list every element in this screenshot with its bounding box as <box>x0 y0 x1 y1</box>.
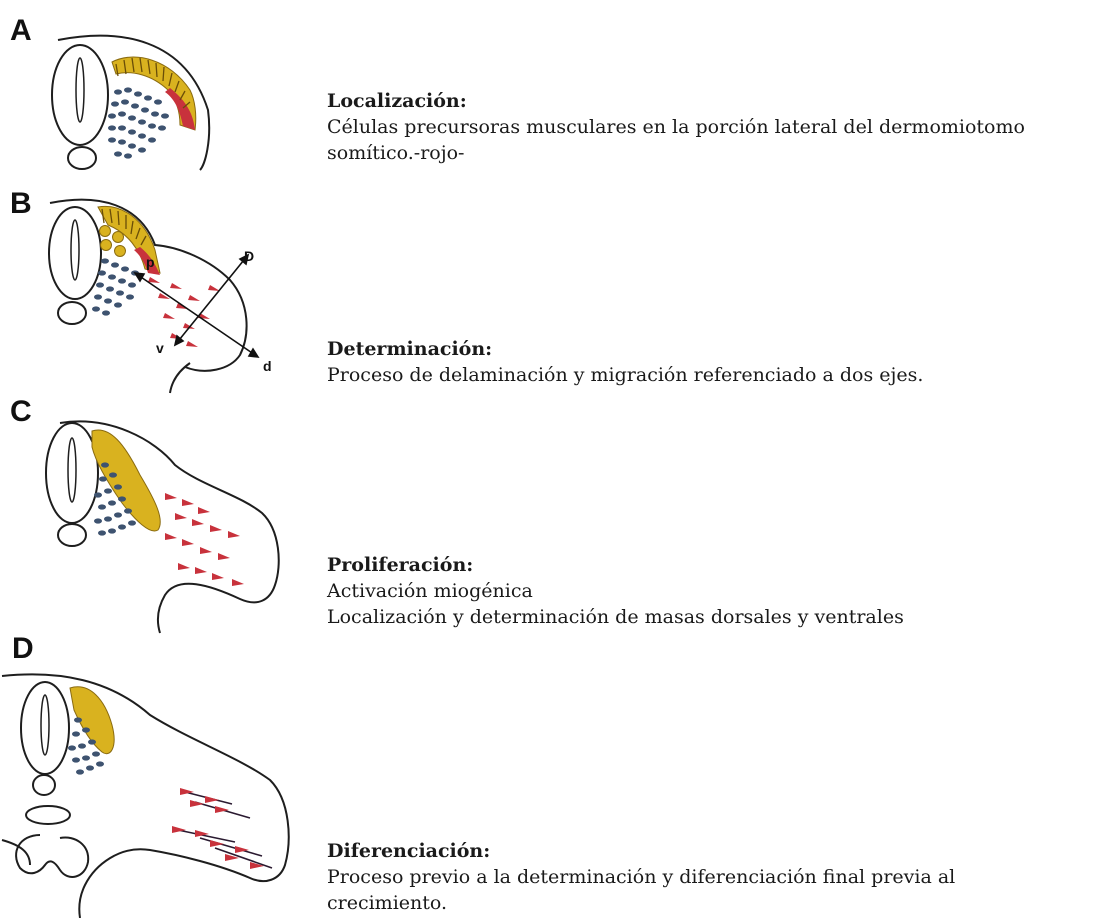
axis-label-d: d <box>263 358 272 374</box>
proliferating-cells <box>165 493 244 586</box>
axis-label-p: p <box>146 254 155 270</box>
migrating-cells <box>148 277 220 347</box>
caption-determinacion: Determinación: Proceso de delaminación y… <box>327 336 1087 388</box>
caption-proliferacion: Proliferación: Activación miogénica Loca… <box>327 552 1087 630</box>
sclerotome-cells <box>108 87 169 158</box>
caption-heading: Proliferación: <box>327 552 1087 578</box>
caption-text: Proceso previo a la determinación y dife… <box>327 864 1047 916</box>
caption-diferenciacion: Diferenciación: Proceso previo a la dete… <box>327 838 1047 916</box>
somite-diagram-d <box>0 640 300 918</box>
caption-text: Activación miogénica <box>327 578 1087 604</box>
caption-heading: Localización: <box>327 88 1087 114</box>
somite-diagram-a <box>0 0 300 190</box>
notochord <box>68 147 96 169</box>
caption-text: Proceso de delaminación y migración refe… <box>327 362 1087 388</box>
axis-label-D: D <box>244 248 254 264</box>
somite-diagram-c <box>0 395 300 635</box>
axis-label-v: v <box>156 340 164 356</box>
caption-text: Localización y determinación de masas do… <box>327 604 1087 630</box>
caption-heading: Determinación: <box>327 336 1087 362</box>
caption-localizacion: Localización: Células precursoras muscul… <box>327 88 1087 166</box>
caption-text: Células precursoras musculares en la por… <box>327 114 1087 166</box>
caption-heading: Diferenciación: <box>327 838 1047 864</box>
somite-diagram-b: p D v d <box>0 185 300 395</box>
